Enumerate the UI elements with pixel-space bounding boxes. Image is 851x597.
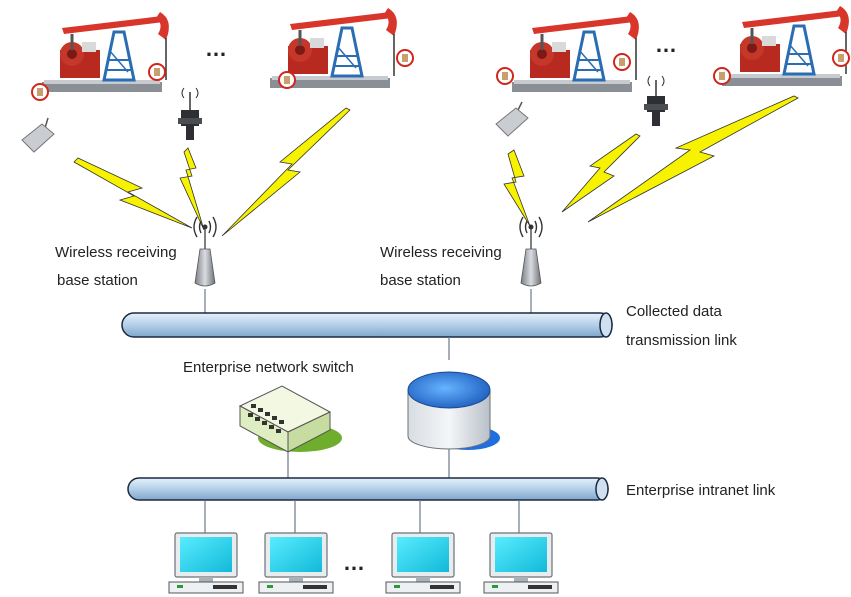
sensor-badge-icon bbox=[496, 67, 514, 85]
sensor-badge-icon bbox=[31, 83, 49, 101]
sensor-transmitter-icon bbox=[178, 87, 202, 140]
lightning-bolt bbox=[73, 157, 193, 229]
collected-data-link-pipe bbox=[121, 312, 613, 338]
ellipsis-top-right: … bbox=[655, 32, 679, 57]
sensor-badge-icon bbox=[396, 49, 414, 67]
computer-icon bbox=[168, 532, 244, 594]
wireless-sensor-icon bbox=[21, 117, 55, 153]
pump-jack-icon bbox=[720, 4, 851, 88]
sensor-badge-icon bbox=[278, 71, 296, 89]
base-station-label-right: base station bbox=[380, 272, 461, 289]
base-station-label-right: Wireless receiving bbox=[380, 244, 502, 261]
wireless-sensor-icon bbox=[495, 101, 529, 137]
intranet-link-label: Enterprise intranet link bbox=[626, 482, 776, 499]
lightning-bolt bbox=[503, 149, 531, 227]
sensor-badge-icon bbox=[832, 49, 850, 67]
lightning-bolt bbox=[179, 147, 205, 231]
pump-jack-icon bbox=[40, 10, 171, 94]
collected-link-label: Collected data bbox=[626, 303, 723, 320]
sensor-badge-icon bbox=[613, 53, 631, 71]
pump-jack-icon bbox=[510, 10, 641, 94]
switch-label: Enterprise network switch bbox=[183, 359, 354, 376]
computer-icon bbox=[258, 532, 334, 594]
sensor-transmitter-icon bbox=[644, 75, 668, 126]
lightning-bolt bbox=[561, 133, 641, 213]
antenna-tower-icon bbox=[193, 216, 217, 287]
intranet-link-pipe bbox=[127, 477, 609, 501]
sensor-badge-icon bbox=[713, 67, 731, 85]
lightning-bolt bbox=[587, 95, 799, 223]
ellipsis-computers: … bbox=[343, 550, 367, 575]
database-icon bbox=[407, 371, 500, 450]
computer-icon bbox=[385, 532, 461, 594]
computer-icon bbox=[483, 532, 559, 594]
network-switch-icon bbox=[238, 385, 342, 453]
sensor-badge-icon bbox=[148, 63, 166, 81]
base-station-label-left: Wireless receiving bbox=[55, 244, 177, 261]
collected-link-label: transmission link bbox=[626, 332, 737, 349]
lightning-bolt bbox=[221, 107, 351, 237]
base-station-label-left: base station bbox=[57, 272, 138, 289]
ellipsis-top-left: … bbox=[205, 36, 229, 61]
antenna-tower-icon bbox=[519, 216, 543, 287]
